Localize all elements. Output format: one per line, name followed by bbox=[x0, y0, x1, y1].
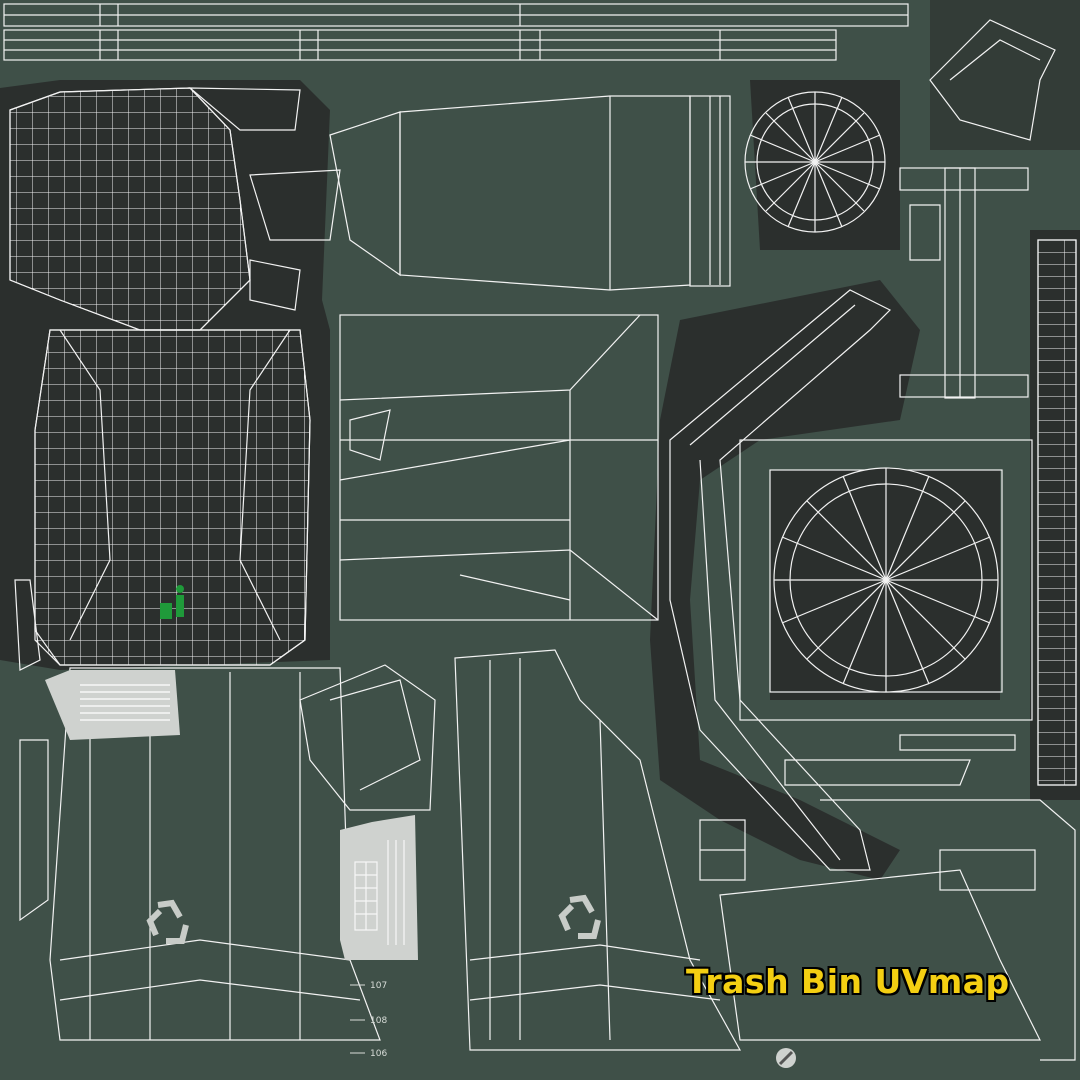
badge-slash-icon bbox=[778, 1050, 794, 1066]
wheel-top bbox=[744, 91, 886, 233]
recycle-icon bbox=[146, 899, 189, 944]
scale-label-1: 107 bbox=[370, 981, 387, 991]
label-plates bbox=[45, 670, 418, 960]
scale-label-3: 106 bbox=[370, 1049, 387, 1059]
scale-label-2: 108 bbox=[370, 1016, 387, 1026]
scale-marks bbox=[350, 984, 365, 1054]
wheel-bottom bbox=[739, 439, 1033, 721]
uv-map-title: Trash Bin UVmap bbox=[686, 962, 1010, 1001]
uv-wireframe bbox=[3, 3, 1077, 1061]
person-trash-icon bbox=[160, 585, 184, 619]
recycle-icon bbox=[558, 894, 601, 939]
